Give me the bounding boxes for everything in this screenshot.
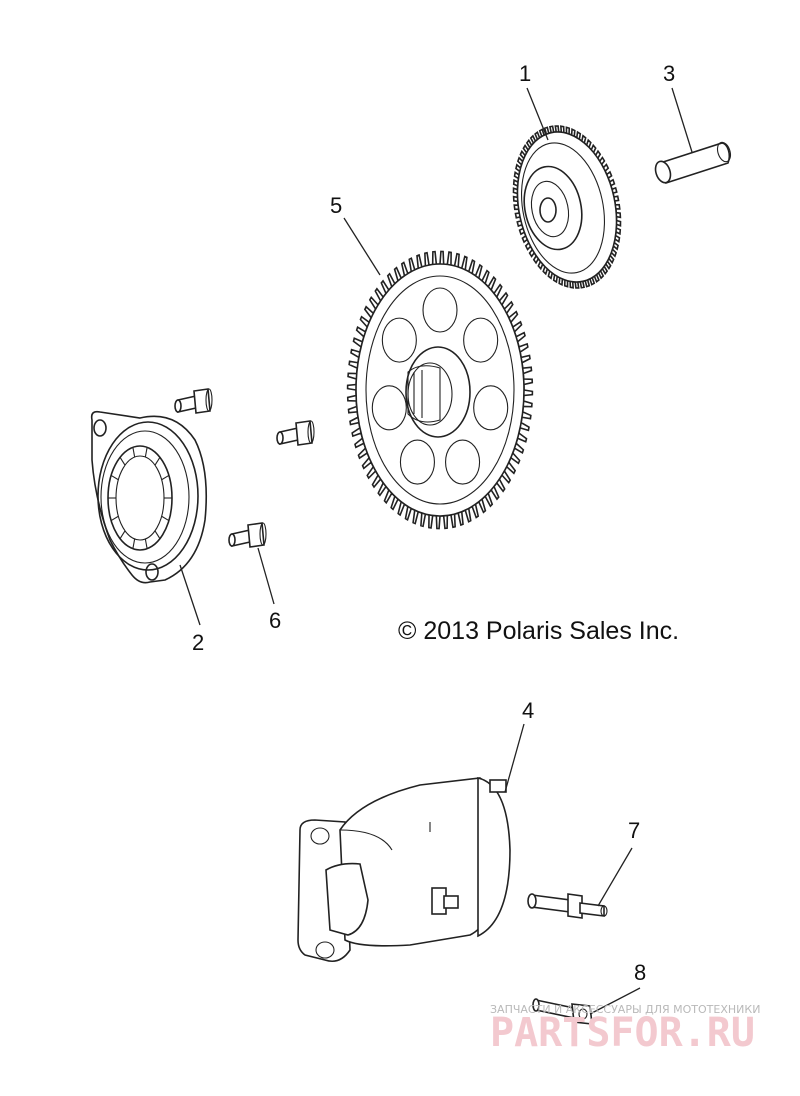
callout-5: 5 xyxy=(330,193,342,218)
part-4-starter-motor xyxy=(297,776,511,963)
copyright-notice: © 2013 Polaris Sales Inc. xyxy=(398,617,679,645)
callout-1: 1 xyxy=(519,61,531,86)
part-2-starter-clutch xyxy=(90,410,208,584)
part-6-screws xyxy=(174,388,315,548)
callout-3: 3 xyxy=(663,61,675,86)
callout-8: 8 xyxy=(634,960,646,985)
callout-2: 2 xyxy=(192,630,204,655)
callout-6: 6 xyxy=(269,608,281,633)
callout-4: 4 xyxy=(522,698,534,723)
watermark-brand: PARTSFOR.RU xyxy=(490,1010,755,1056)
callout-7: 7 xyxy=(628,818,640,843)
leader-lines xyxy=(179,87,693,1015)
part-1-starter-gear xyxy=(512,125,622,289)
watermark-tagline: ЗАПЧАСТИ И АКСЕССУАРЫ ДЛЯ МОТОТЕХНИКИ xyxy=(490,1003,760,1016)
part-5-driven-gear xyxy=(346,250,534,530)
part-3-shaft xyxy=(654,141,732,185)
part-7-bolt xyxy=(527,893,608,919)
part-8-nut xyxy=(532,998,593,1025)
